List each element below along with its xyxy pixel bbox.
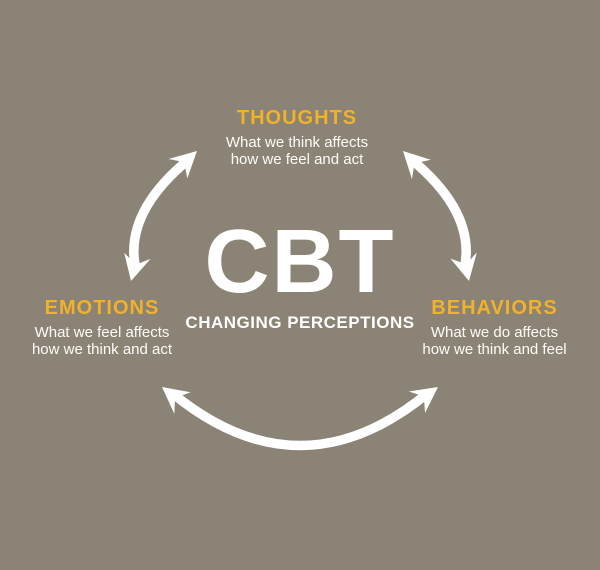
behaviors-node: BEHAVIORS What we do affects how we thin… <box>392 297 597 359</box>
emotions-description: What we feel affects how we think and ac… <box>2 324 202 359</box>
behaviors-desc-line1: What we do affects <box>430 324 559 341</box>
emotions-desc-line2: how we think and act <box>31 341 173 359</box>
thoughts-node: THOUGHTS What we think affects how we fe… <box>147 107 447 169</box>
emotions-thoughts-double-arrow-icon <box>124 151 197 281</box>
emotions-label: EMOTIONS <box>44 297 160 319</box>
emotions-desc-line1: What we feel affects <box>34 324 170 341</box>
thoughts-desc-line2: how we feel and act <box>230 151 364 169</box>
behaviors-description: What we do affects how we think and feel <box>392 324 597 359</box>
emotions-behaviors-double-arrow-icon <box>162 387 438 451</box>
thoughts-desc-line1: What we think affects <box>225 134 369 151</box>
emotions-node: EMOTIONS What we feel affects how we thi… <box>2 297 202 359</box>
center-title-block: CBT CHANGING PERCEPTIONS <box>150 217 450 333</box>
behaviors-desc-line2: how we think and feel <box>422 341 567 359</box>
cbt-title: CBT <box>204 212 396 312</box>
thoughts-label: THOUGHTS <box>236 107 358 129</box>
thoughts-description: What we think affects how we feel and ac… <box>147 134 447 169</box>
behaviors-label: BEHAVIORS <box>431 297 558 319</box>
cbt-subtitle: CHANGING PERCEPTIONS <box>185 313 415 332</box>
thoughts-behaviors-double-arrow-icon <box>403 151 477 281</box>
